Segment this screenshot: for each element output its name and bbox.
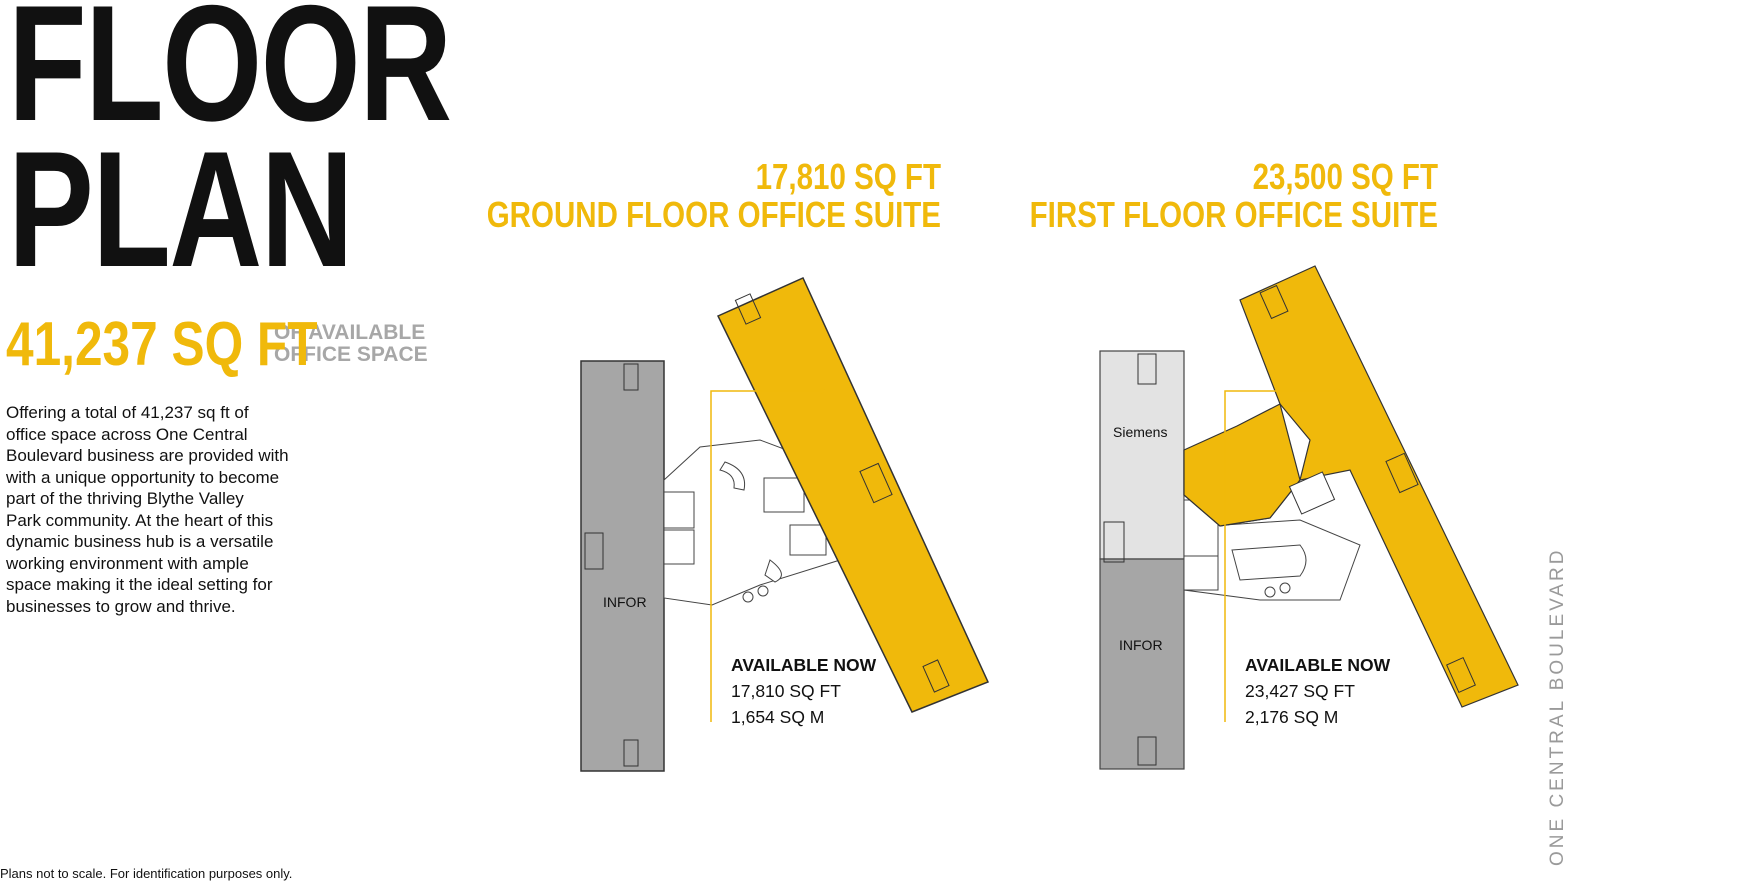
ground-suite-area: [716, 277, 990, 713]
first-sq-m: 2,176 SQ M: [1245, 707, 1339, 727]
ground-suite-stairs: [734, 293, 950, 693]
first-status: AVAILABLE NOW: [1245, 655, 1391, 675]
ground-infor-label: INFOR: [603, 594, 647, 610]
ground-floor-area-heading: 17,810 SQ FT: [755, 156, 941, 197]
first-floor-area-heading: 23,500 SQ FT: [1252, 156, 1438, 197]
first-infor-block: [1099, 558, 1185, 770]
ground-sq-m: 1,654 SQ M: [731, 707, 825, 727]
first-floor-name-heading: FIRST FLOOR OFFICE SUITE: [1029, 194, 1438, 235]
total-area-caption: OF AVAILABLE OFFICE SPACE: [274, 321, 428, 366]
page-title: FLOOR PLAN: [8, 0, 452, 301]
first-floor-heading: 23,500 SQ FT FIRST FLOOR OFFICE SUITE: [1030, 158, 1438, 234]
ground-floor-heading: 17,810 SQ FT GROUND FLOOR OFFICE SUITE: [487, 158, 941, 234]
title-line-1: FLOOR: [8, 0, 452, 155]
ground-callout-line: [710, 390, 822, 722]
ground-sq-ft: 17,810 SQ FT: [731, 681, 841, 701]
first-siemens-block: [1099, 350, 1185, 560]
ground-floor-name-heading: GROUND FLOOR OFFICE SUITE: [486, 194, 941, 235]
ground-infor-block: [580, 360, 665, 772]
title-line-2: PLAN: [8, 117, 354, 301]
description-paragraph: Offering a total of 41,237 sq ft of offi…: [6, 403, 289, 616]
ground-availability: AVAILABLE NOW 17,810 SQ FT 1,654 SQ M: [731, 652, 876, 730]
footnote: Plans not to scale. For identification p…: [0, 866, 293, 881]
first-siemens-label: Siemens: [1113, 424, 1167, 440]
first-suite-wing: [1183, 403, 1301, 527]
ground-floor-plan: INFOR: [580, 277, 990, 772]
first-callout-line: [1224, 390, 1337, 722]
first-infor-label: INFOR: [1119, 637, 1163, 653]
first-callout-dot: [1334, 388, 1340, 394]
first-suite-stairs: [1259, 284, 1476, 694]
ground-stair-icons: [584, 363, 639, 767]
first-floor-plan: Siemens INFOR: [1099, 265, 1519, 770]
ground-status: AVAILABLE NOW: [731, 655, 877, 675]
ground-core-area: [663, 439, 841, 606]
first-availability: AVAILABLE NOW 23,427 SQ FT 2,176 SQ M: [1245, 652, 1390, 730]
total-area-block: 41,237 SQ FT OF AVAILABLE OFFICE SPACE: [6, 312, 428, 378]
ground-callout-dot: [819, 388, 825, 394]
first-stair-icons: [1103, 353, 1157, 766]
first-sq-ft: 23,427 SQ FT: [1245, 681, 1355, 701]
